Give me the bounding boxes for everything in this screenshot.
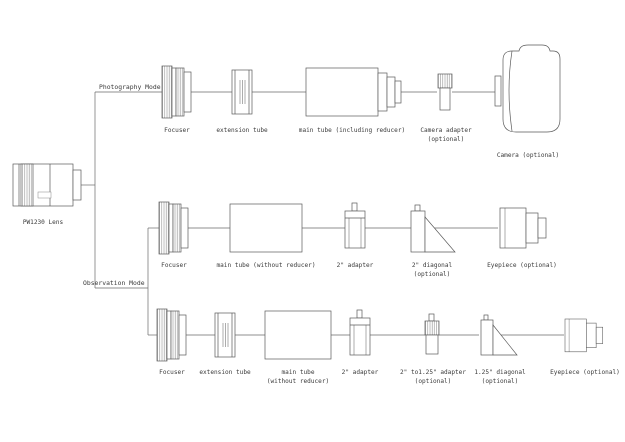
component-label: 1.25" diagonal [474, 369, 526, 376]
component-sublabel: (without reducer) [267, 378, 329, 385]
photography-mode-label: Photography Mode [99, 83, 161, 91]
component-label: Eyepiece (optional) [550, 369, 620, 376]
row-photography [161, 44, 561, 133]
observation-mode-label: Observation Mode [83, 279, 145, 287]
focuser-icon [161, 65, 192, 119]
component-label: 2" adapter [337, 262, 374, 269]
component-label: Focuser [164, 127, 190, 134]
extension-tube-icon [231, 69, 253, 115]
main-tube-icon [229, 203, 303, 253]
two-inch-diagonal-icon [410, 204, 456, 253]
camera-icon [494, 44, 561, 133]
labels: PW1230 Lens Photography Mode Observation… [23, 83, 620, 385]
component-sublabel: (optional) [482, 378, 519, 385]
row-observation-2inch [158, 201, 547, 255]
component-label: 2" adapter [342, 369, 379, 376]
main-tube-icon [264, 310, 332, 360]
component-label: extension tube [199, 369, 251, 376]
focuser-icon [156, 308, 187, 362]
eyepiece-icon [564, 318, 604, 353]
component-label: extension tube [216, 127, 268, 134]
component-label: Camera (optional) [497, 152, 559, 159]
component-label: 2" diagonal [412, 262, 453, 269]
component-label: Focuser [159, 369, 185, 376]
extension-tube-icon [214, 312, 236, 358]
two-inch-adapter-icon [349, 309, 371, 356]
two-to-125-adapter-icon [424, 313, 440, 355]
telescope-lens-icon [12, 163, 82, 207]
component-label: main tube (including reducer) [299, 127, 405, 134]
component-label: 2" to1.25" adapter [400, 369, 466, 376]
component-sublabel: (optional) [414, 271, 451, 278]
component-label: Camera adapter [420, 127, 472, 134]
component-sublabel: (optional) [428, 136, 465, 143]
eyepiece-icon [499, 207, 547, 249]
component-label: main tube (without reducer) [216, 262, 315, 269]
camera-adapter-icon [437, 73, 453, 111]
lens-label: PW1230 Lens [23, 219, 64, 226]
component-sublabel: (optional) [415, 378, 452, 385]
component-label: main tube [281, 369, 314, 376]
connector-lines [81, 91, 564, 336]
component-label: Focuser [161, 262, 187, 269]
lens-badge [37, 191, 52, 199]
two-inch-adapter-icon [344, 202, 366, 249]
main-tube-with-reducer-icon [305, 67, 402, 117]
component-label: Eyepiece (optional) [487, 262, 557, 269]
row-observation-125inch [156, 308, 604, 362]
focuser-icon [158, 201, 189, 255]
